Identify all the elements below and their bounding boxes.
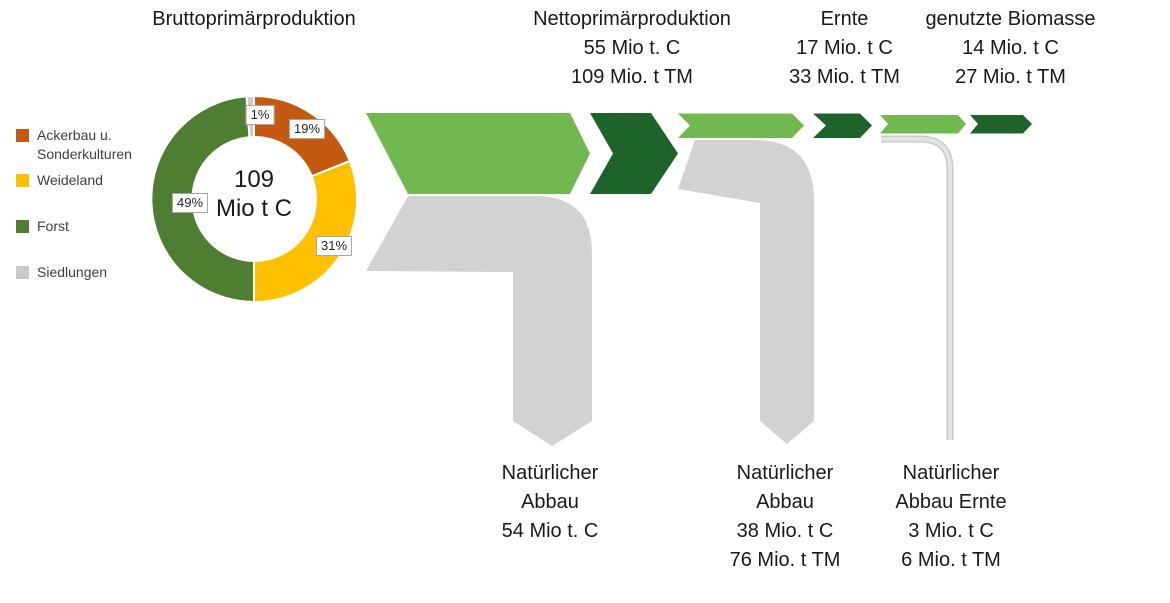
legend-label: Ackerbau u. Sonderkulturen — [37, 127, 132, 162]
stage-value-c: 17 Mio. t C — [796, 37, 893, 59]
donut-label-ackerbau-pct: 19% — [288, 119, 326, 139]
donut-label-weideland-pct: 31% — [315, 236, 353, 256]
loss-line: Abbau — [521, 491, 579, 513]
loss-label-natuerlicher-abbau-1: Natürlicher Abbau 54 Mio t. C — [458, 459, 642, 546]
flow-chevron-npp — [590, 113, 678, 194]
stage-title-text: Nettoprimärproduktion — [533, 8, 731, 30]
stage-title-text: Bruttoprimärproduktion — [152, 8, 356, 30]
donut-slice-weideland — [253, 160, 358, 303]
legend-item-ackerbau: Ackerbau u. Sonderkulturen — [16, 126, 142, 164]
donut-center-label: 109 Mio t C — [194, 165, 314, 223]
donut-center-unit: Mio t C — [215, 195, 292, 222]
stage-header-nettoprimaerproduktion: Nettoprimärproduktion 55 Mio t. C 109 Mi… — [502, 5, 762, 92]
legend-label: Siedlungen — [37, 264, 108, 280]
legend-label: Weideland — [37, 172, 103, 188]
stage-value-tm: 109 Mio. t TM — [571, 66, 693, 88]
legend-item-forst: Forst — [16, 217, 142, 236]
flow-arrow-ernte-to-genutzte — [880, 115, 966, 134]
stage-header-genutzte-biomasse: genutzte Biomasse 14 Mio. t C 27 Mio. t … — [898, 5, 1123, 92]
flow-arrow-bpp-to-npp — [366, 113, 590, 194]
donut-slice-forst — [150, 95, 255, 303]
legend-item-weideland: Weideland — [16, 171, 142, 190]
loss-label-natuerlicher-abbau-ernte: Natürlicher Abbau Ernte 3 Mio. t C 6 Mio… — [859, 459, 1043, 575]
legend-swatch-siedlungen — [16, 266, 29, 279]
flow-chevron-ernte — [813, 113, 872, 138]
loss-line: 76 Mio. t TM — [729, 549, 841, 571]
legend-swatch-forst — [16, 220, 29, 233]
stage-value-c: 14 Mio. t C — [962, 37, 1059, 59]
flow-arrow-npp-to-ernte — [678, 113, 804, 138]
stage-value-tm: 27 Mio. t TM — [955, 66, 1066, 88]
donut-label-forst-pct: 49% — [171, 193, 209, 213]
loss-line: Abbau — [756, 491, 814, 513]
legend-item-siedlungen: Siedlungen — [16, 263, 142, 282]
stage-value-c: 55 Mio t. C — [583, 37, 681, 59]
loss-line: 38 Mio. t C — [736, 520, 834, 542]
loss-line: Abbau Ernte — [895, 491, 1007, 513]
stage-title-text: Ernte — [820, 8, 869, 30]
donut-label-siedlungen-pct: 1% — [245, 105, 275, 125]
loss-line-natuerlicher-abbau-ernte-outer — [881, 135, 954, 440]
loss-line: 3 Mio. t C — [908, 520, 994, 542]
legend-swatch-ackerbau — [16, 129, 29, 142]
donut-center-value: 109 — [233, 166, 275, 193]
legend-label: Forst — [37, 218, 69, 234]
loss-band-natuerlicher-abbau-2 — [678, 140, 814, 444]
loss-line-natuerlicher-abbau-ernte-inner — [881, 137, 952, 440]
stage-header-ernte: Ernte 17 Mio. t C 33 Mio. t TM — [762, 5, 927, 92]
loss-label-natuerlicher-abbau-2: Natürlicher Abbau 38 Mio. t C 76 Mio. t … — [693, 459, 877, 575]
loss-line: Natürlicher — [501, 462, 599, 484]
loss-line: 6 Mio. t TM — [901, 549, 1001, 571]
flow-chevron-genutzte-biomasse — [970, 115, 1032, 134]
stage-value-tm: 33 Mio. t TM — [789, 66, 900, 88]
loss-band-natuerlicher-abbau-1 — [366, 196, 592, 446]
stage-title-text: genutzte Biomasse — [925, 8, 1096, 30]
loss-line: Natürlicher — [902, 462, 1000, 484]
stage-title-bruttoprimaerproduktion: Bruttoprimärproduktion — [128, 5, 380, 34]
loss-line: Natürlicher — [736, 462, 834, 484]
loss-line: 54 Mio t. C — [501, 520, 599, 542]
legend-swatch-weideland — [16, 174, 29, 187]
